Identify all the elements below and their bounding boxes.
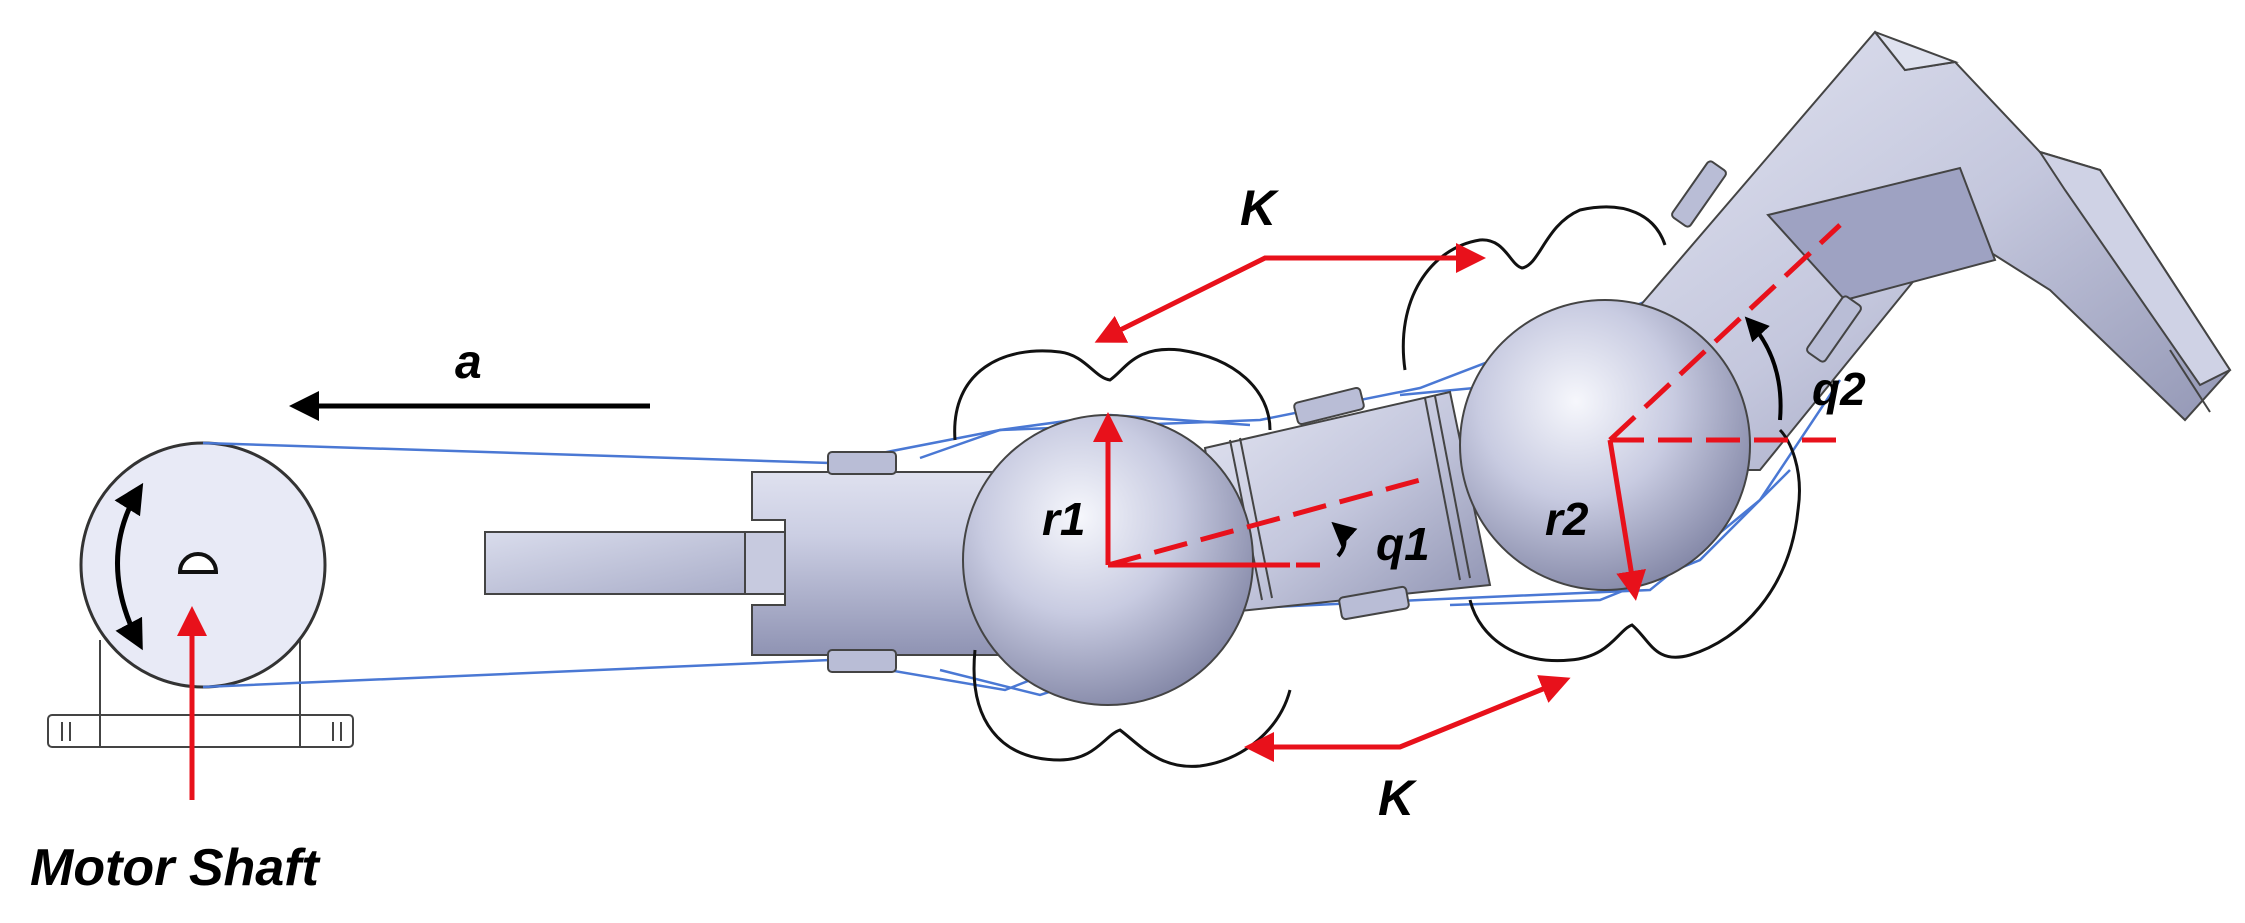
shaft-icon [177, 552, 219, 574]
cable-guide-bottom-left [827, 649, 897, 673]
joint-sphere-2 [1459, 299, 1751, 591]
k-bottom-arrow [1244, 675, 1571, 762]
label-r1: r1 [1042, 493, 1085, 545]
motor [47, 441, 354, 800]
spring-upper-joint-1 [953, 347, 1272, 441]
label-q2: q2 [1812, 363, 1866, 415]
proximal-link [484, 451, 1012, 673]
label-motor-shaft: Motor Shaft [30, 839, 322, 897]
label-k-bottom: K [1378, 770, 1418, 826]
spring-lower-joint-2 [1468, 428, 1801, 663]
base-tab [484, 531, 781, 595]
cable-guide-top-mid [1293, 386, 1365, 426]
cable-guide-bottom-mid [1338, 585, 1410, 621]
cable-guide-bottom-right [1806, 295, 1862, 363]
distal-link [1613, 30, 2232, 471]
spring-lower-joint-1 [972, 649, 1292, 768]
annotations [1093, 223, 1842, 762]
label-k-top: K [1240, 180, 1280, 236]
rotation-arrow [114, 482, 144, 651]
q2-angle-arrow [1744, 316, 1783, 421]
q2-dashed-axis [1608, 223, 1842, 442]
q1-angle-arrow [1331, 521, 1358, 558]
cable-guide-top-left [827, 451, 897, 475]
k-top-arrow [1094, 243, 1486, 343]
label-q1: q1 [1376, 518, 1430, 570]
cable-guide-top-right [1671, 160, 1727, 228]
q1-dashed-axis [1107, 477, 1421, 568]
r2-arrow [1607, 439, 1646, 601]
label-a: a [455, 336, 482, 389]
label-r2: r2 [1545, 493, 1589, 545]
